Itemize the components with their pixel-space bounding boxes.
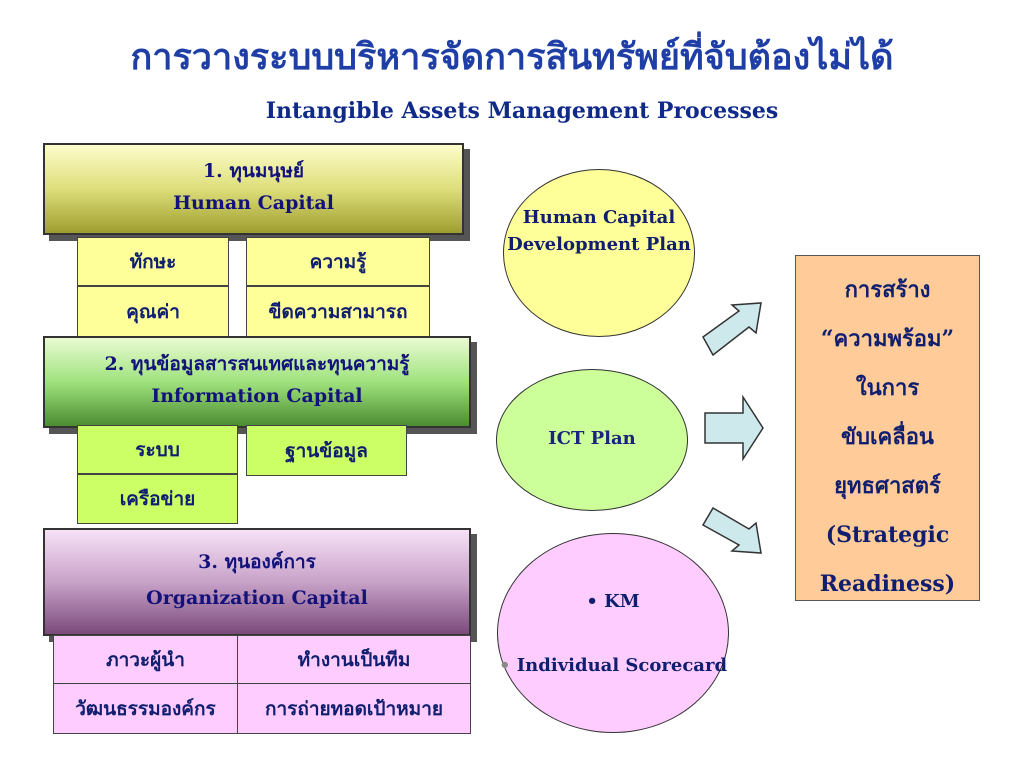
info-item-database: ฐานข้อมูล	[246, 425, 407, 476]
org-item-culture: วัฒนธรรมองค์กร	[53, 683, 238, 734]
ict-plan-label: ICT Plan	[548, 428, 636, 449]
arrows-group	[701, 302, 764, 554]
human-capital-english: Human Capital	[173, 192, 334, 214]
strategic-readiness-box: การสร้าง “ความพร้อม” ในการ ขับเคลื่อน ยุ…	[795, 255, 980, 601]
org-plan-circle: • KM • Individual Scorecard	[497, 533, 729, 733]
human-capital-box: 1. ทุนมนุษย์ Human Capital	[43, 143, 464, 235]
result-line-2: “ความพร้อม”	[820, 326, 955, 352]
human-item-skill: ทักษะ	[77, 237, 229, 286]
organization-capital-english: Organization Capital	[146, 587, 368, 609]
page-subtitle: Intangible Assets Management Processes	[265, 98, 779, 124]
organization-capital-thai: 3. ทุนองค์การ	[198, 551, 316, 573]
human-item-competency: ขีดความสามารถ	[246, 286, 430, 337]
information-capital-english: Information Capital	[151, 385, 363, 407]
page-title: การวางระบบบริหารจัดการสินทรัพย์ที่จับต้อ…	[130, 37, 894, 78]
information-capital-thai: 2. ทุนข้อมูลสารสนเทศและทุนความรู้	[104, 353, 410, 375]
human-plan-line2: Development Plan	[507, 234, 691, 255]
information-capital-box: 2. ทุนข้อมูลสารสนเทศและทุนความรู้ Inform…	[43, 336, 471, 428]
result-line-7: Readiness)	[819, 571, 956, 597]
org-item-teamwork: ทำงานเป็นทีม	[237, 635, 471, 684]
human-plan-line1: Human Capital	[522, 207, 676, 228]
human-item-knowledge: ความรู้	[246, 237, 430, 286]
scorecard-label: Individual Scorecard	[516, 655, 728, 676]
arrow-icon-lower	[701, 506, 762, 554]
org-item-goal-alignment: การถ่ายทอดเป้าหมาย	[237, 683, 471, 734]
arrow-icon-middle	[704, 394, 764, 462]
result-line-4: ขับเคลื่อน	[841, 424, 934, 450]
human-item-value: คุณค่า	[77, 286, 229, 337]
info-item-network: เครือข่าย	[77, 474, 238, 524]
ict-plan-circle: ICT Plan	[496, 369, 688, 511]
arrow-icon-upper	[702, 302, 762, 357]
km-label: • KM	[586, 591, 640, 612]
result-line-6: (Strategic	[825, 522, 950, 548]
organization-capital-box: 3. ทุนองค์การ Organization Capital	[43, 528, 471, 636]
human-capital-thai: 1. ทุนมนุษย์	[202, 160, 305, 182]
bullet-icon: •	[498, 655, 511, 676]
human-capital-plan-circle: Human Capital Development Plan	[503, 169, 695, 337]
result-line-3: ในการ	[855, 375, 920, 401]
info-item-system: ระบบ	[77, 425, 238, 474]
result-line-5: ยุทธศาสตร์	[834, 473, 941, 499]
result-line-1: การสร้าง	[844, 277, 931, 303]
scorecard-line: • Individual Scorecard	[498, 634, 728, 698]
org-item-leadership: ภาวะผู้นำ	[53, 635, 238, 684]
